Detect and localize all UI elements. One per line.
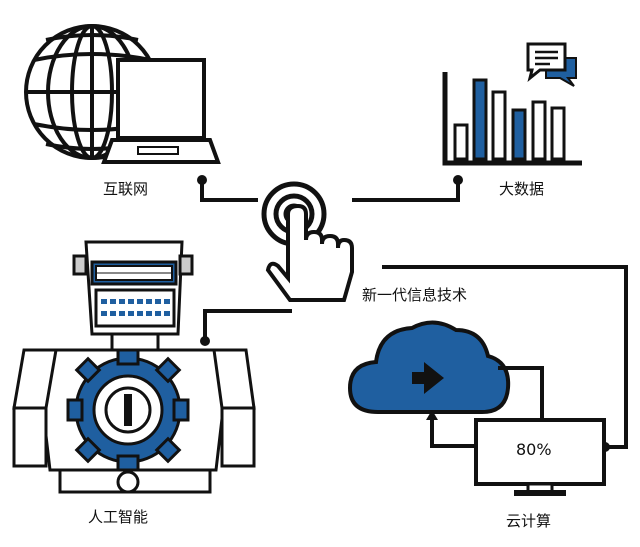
bar-chart-chat-icon bbox=[442, 42, 582, 166]
center-label: 新一代信息技术 bbox=[362, 286, 468, 304]
connector-dot bbox=[200, 336, 210, 346]
connector-lines bbox=[200, 180, 628, 449]
connector-internet bbox=[200, 180, 258, 202]
node-label-internet: 互联网 bbox=[103, 180, 149, 198]
monitor-value: 80% bbox=[516, 440, 552, 459]
touch-hand-icon bbox=[261, 181, 354, 302]
node-label-ai: 人工智能 bbox=[88, 508, 149, 526]
cloud-monitor-icon bbox=[347, 320, 606, 496]
connector-ai bbox=[203, 309, 292, 338]
connector-cloud bbox=[382, 265, 628, 449]
connector-bigdata bbox=[352, 182, 460, 202]
node-label-cloud: 云计算 bbox=[506, 512, 552, 530]
connector-dot bbox=[197, 175, 207, 185]
globe-laptop-icon bbox=[24, 24, 221, 164]
node-label-bigdata: 大数据 bbox=[499, 180, 545, 198]
robot-gear-icon bbox=[12, 240, 256, 494]
connector-dot bbox=[453, 175, 463, 185]
